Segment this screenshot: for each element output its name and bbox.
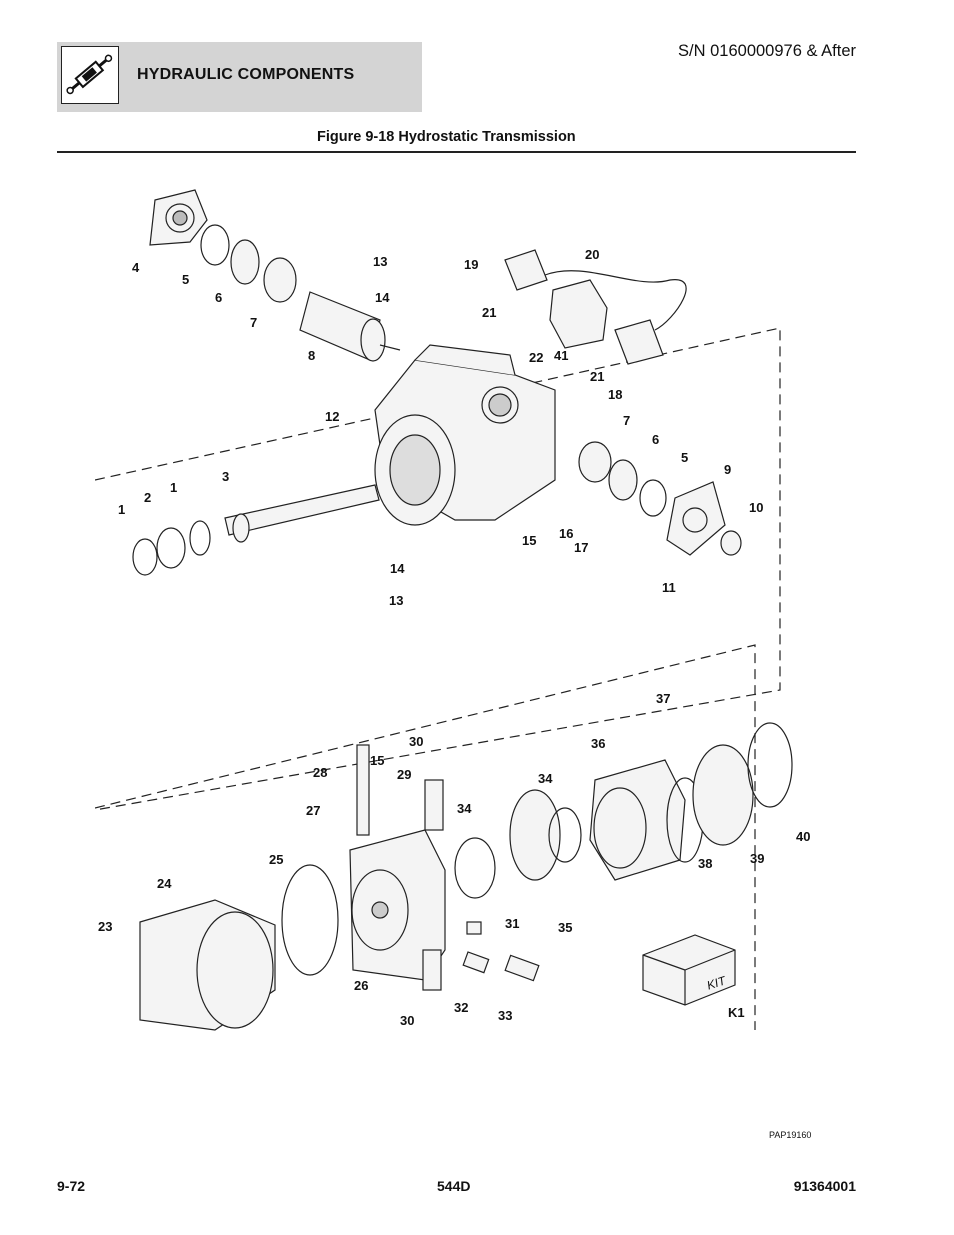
kit-label: KIT	[705, 973, 729, 993]
document-number: 91364001	[793, 1178, 856, 1194]
callout: 13	[373, 254, 387, 269]
callout: 17	[574, 540, 588, 555]
callout: 10	[749, 500, 763, 515]
callout: 39	[750, 851, 764, 866]
callout: 36	[591, 736, 605, 751]
callout: 5	[182, 272, 189, 287]
callout: 13	[389, 593, 403, 608]
callout: 12	[325, 409, 339, 424]
callout: 34	[457, 801, 472, 816]
callout: 21	[590, 369, 604, 384]
callout: 40	[796, 829, 810, 844]
callout: 24	[157, 876, 172, 891]
callout: 34	[538, 771, 553, 786]
callout: 1	[170, 480, 177, 495]
callout: 26	[354, 978, 368, 993]
callout: 14	[375, 290, 390, 305]
callout: 9	[724, 462, 731, 477]
callout: K1	[728, 1005, 745, 1020]
figure-code: PAP19160	[769, 1130, 812, 1140]
callout: 21	[482, 305, 496, 320]
callout: 15	[370, 753, 384, 768]
callout: 11	[662, 580, 676, 595]
callout: 6	[215, 290, 222, 305]
callout: 18	[608, 387, 622, 402]
callout: 30	[400, 1013, 414, 1028]
hydraulic-cylinder-icon	[61, 46, 119, 104]
section-header: HYDRAULIC COMPONENTS	[57, 42, 422, 112]
callout: 38	[698, 856, 712, 871]
callout: 29	[397, 767, 411, 782]
callout: 14	[390, 561, 405, 576]
callout: 31	[505, 916, 519, 931]
callout: 27	[306, 803, 320, 818]
callout: 33	[498, 1008, 512, 1023]
figure-title: Figure 9-18 Hydrostatic Transmission	[317, 129, 576, 145]
callout: 8	[308, 348, 315, 363]
header-rule	[57, 151, 856, 153]
callout: 37	[656, 691, 670, 706]
callout: 6	[652, 432, 659, 447]
callout: 7	[250, 315, 257, 330]
model-number: 544D	[437, 1178, 471, 1194]
callout: 2	[144, 490, 151, 505]
exploded-parts-diagram: KIT 4 5 6 7 8 12 13 14 19 20 21 22 41 21…	[95, 189, 810, 1031]
section-title: HYDRAULIC COMPONENTS	[137, 66, 355, 83]
callout: 32	[454, 1000, 468, 1015]
callout: 35	[558, 920, 572, 935]
serial-number: S/N 0160000976 & After	[678, 42, 856, 60]
page-number: 9-72	[57, 1178, 86, 1194]
callout: 30	[409, 734, 423, 749]
callout: 3	[222, 469, 229, 484]
callout: 5	[681, 450, 688, 465]
callout: 20	[585, 247, 599, 262]
callout: 7	[623, 413, 630, 428]
callout: 23	[98, 919, 112, 934]
callout: 41	[554, 348, 568, 363]
callout: 15	[522, 533, 536, 548]
callout: 22	[529, 350, 543, 365]
callout: 25	[269, 852, 283, 867]
callout: 19	[464, 257, 478, 272]
callout: 28	[313, 765, 327, 780]
callout: 1	[118, 502, 125, 517]
callout: 16	[559, 526, 573, 541]
callout: 4	[132, 260, 140, 275]
